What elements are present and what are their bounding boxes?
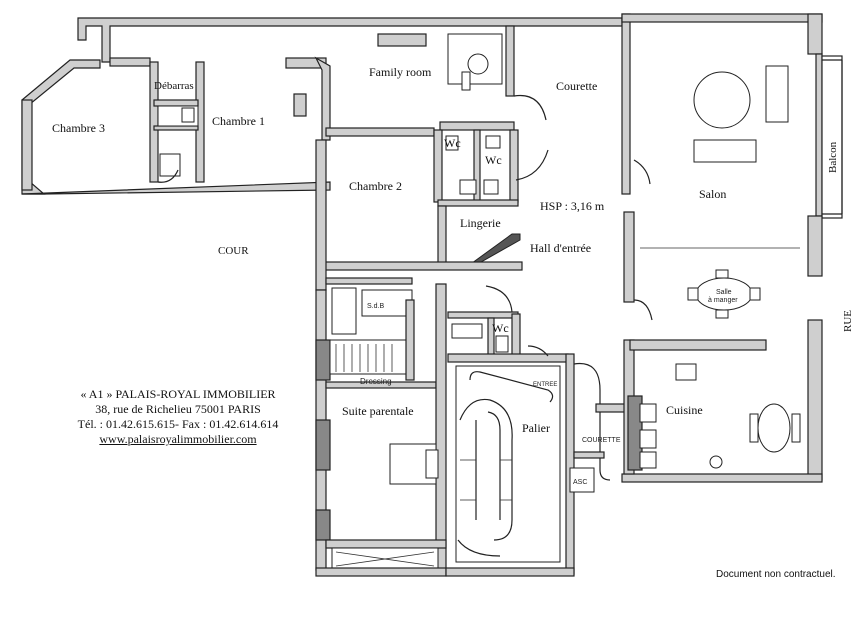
label-hsp: HSP : 3,16 m: [540, 199, 605, 213]
label-wc-1: Wc: [444, 136, 461, 150]
agency-phone: Tél. : 01.42.615.615- Fax : 01.42.614.61…: [77, 417, 279, 431]
label-salle-a-manger-2: à manger: [708, 297, 738, 304]
disclaimer-text: Document non contractuel.: [716, 569, 836, 580]
label-sdb: S.d.B: [367, 303, 384, 310]
walls-right-wing: [621, 13, 843, 483]
label-rue: RUE: [842, 310, 854, 332]
label-entree: ENTREE: [533, 382, 557, 388]
agency-name: « A1 » PALAIS-ROYAL IMMOBILIER: [80, 387, 276, 401]
label-suite-parentale: Suite parentale: [342, 404, 414, 418]
agency-website-link[interactable]: www.palaisroyalimmobilier.com: [99, 432, 257, 446]
agency-info: « A1 » PALAIS-ROYAL IMMOBILIER 38, rue d…: [58, 387, 298, 447]
walls-left-wing: [21, 17, 623, 195]
label-cour: COUR: [218, 245, 249, 257]
label-chambre3: Chambre 3: [52, 121, 105, 135]
left-wing-fixtures: [157, 105, 199, 183]
label-salle-a-manger-1: Salle: [716, 289, 732, 296]
label-balcon: Balcon: [827, 141, 839, 173]
label-courette-bottom: COURETTE: [582, 437, 621, 444]
label-palier: Palier: [522, 421, 550, 435]
walls-wc-lingerie: [321, 129, 549, 271]
label-hall: Hall d'entrée: [530, 241, 591, 255]
walls-courette-asc: [569, 362, 627, 493]
label-lingerie: Lingerie: [460, 216, 501, 230]
agency-address: 38, rue de Richelieu 75001 PARIS: [95, 402, 261, 416]
label-cuisine: Cuisine: [666, 403, 703, 417]
label-salon: Salon: [699, 187, 726, 201]
label-chambre2: Chambre 2: [349, 179, 402, 193]
label-dressing: Dressing: [360, 377, 392, 386]
label-family-room: Family room: [369, 65, 432, 79]
label-debarras: Débarras: [154, 80, 194, 92]
label-chambre1: Chambre 1: [212, 114, 265, 128]
walls-palier: [445, 285, 575, 577]
label-courette-top: Courette: [556, 79, 597, 93]
walls-suite-parentale: [315, 277, 447, 577]
walls-chambre2: [315, 139, 331, 571]
label-asc: ASC: [573, 479, 587, 486]
walls-family-room: [325, 25, 547, 137]
label-wc-3: Wc: [492, 321, 509, 335]
label-wc-2: Wc: [485, 153, 502, 167]
